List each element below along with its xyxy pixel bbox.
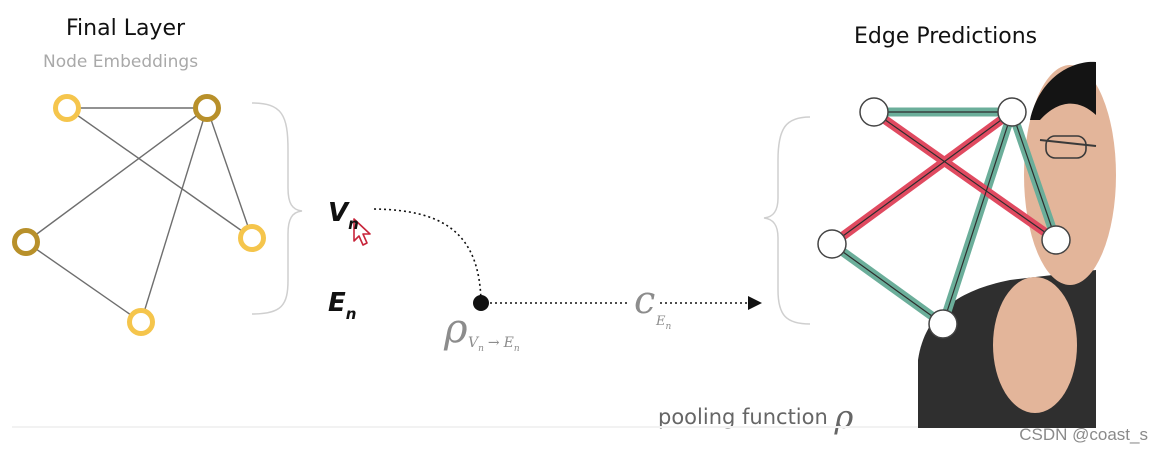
left-graph-edges [25, 107, 253, 323]
final-layer-title: Final Layer [66, 16, 186, 41]
node [859, 97, 889, 127]
edge-predictions-title: Edge Predictions [854, 24, 1038, 49]
e-symbol: En [328, 288, 356, 323]
v-sub: n [348, 215, 359, 233]
node-light [238, 224, 266, 252]
v-main: V [328, 198, 349, 228]
node [1041, 225, 1071, 255]
node-light [53, 94, 81, 122]
right-graph-edge-cores [831, 111, 1057, 325]
watermark: CSDN @coast_s [1019, 425, 1148, 444]
e-sub: n [345, 305, 357, 323]
e-main: E [328, 288, 346, 318]
vn-to-rho-dotted-curve [373, 208, 482, 304]
left-edge [206, 107, 253, 239]
rho-subscript: Vn→En [468, 335, 520, 354]
left-edge [25, 241, 142, 323]
left-edge [140, 107, 208, 323]
left-graph-nodes [12, 94, 266, 336]
node [928, 309, 958, 339]
node-light [127, 308, 155, 336]
node [817, 229, 847, 259]
node-dark [12, 228, 40, 256]
right-brace [763, 116, 811, 325]
pooling-label: pooling function [658, 405, 828, 429]
arrow-head [748, 296, 762, 310]
node-embeddings-subtitle: Node Embeddings [43, 52, 199, 72]
node [997, 97, 1027, 127]
presenter-hair [1030, 61, 1096, 120]
left-brace [251, 102, 303, 315]
pooling-symbol: ρ [834, 398, 854, 436]
presenter-glasses-lens [1045, 135, 1087, 159]
rho-main: ρ [444, 306, 468, 352]
c-label: c [634, 278, 655, 322]
left-edge [66, 107, 253, 239]
v-symbol: Vn [328, 198, 359, 233]
rho-point [473, 295, 489, 311]
cursor-icon [353, 218, 371, 246]
rho-label: ρ [444, 306, 468, 352]
left-edge [25, 107, 208, 243]
presenter-hand [993, 277, 1077, 413]
right-graph-nodes [817, 97, 1071, 339]
c-main: c [634, 278, 656, 322]
c-subscript: En [656, 314, 672, 332]
video-baseline [12, 426, 918, 428]
node-dark [193, 94, 221, 122]
